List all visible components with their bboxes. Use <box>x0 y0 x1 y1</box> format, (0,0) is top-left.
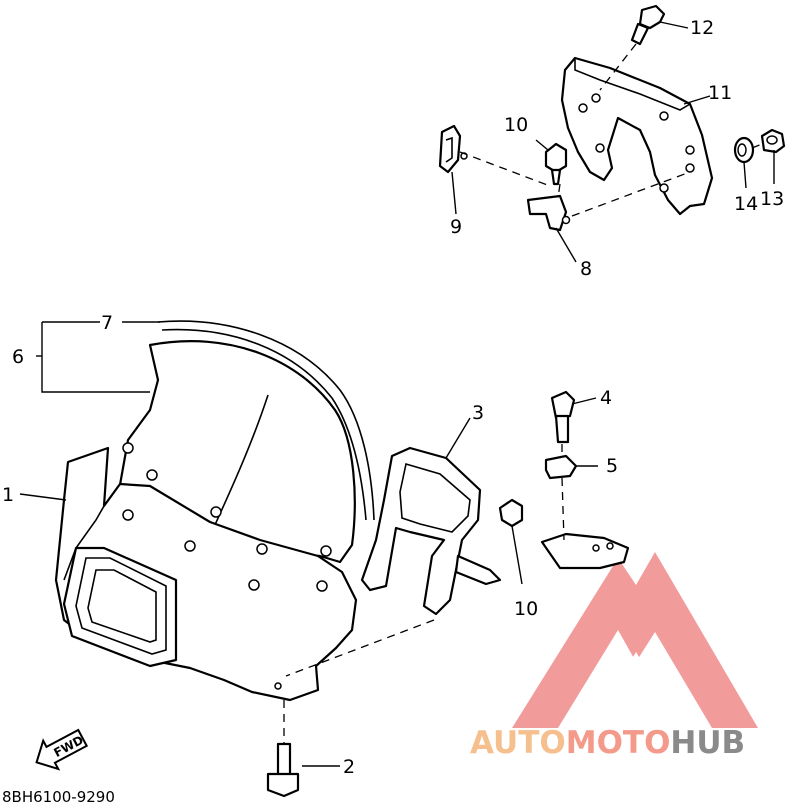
part-8-bracket <box>526 194 571 232</box>
part-5-collar <box>544 454 578 480</box>
forward-arrow-icon: FWD <box>35 728 89 771</box>
watermark-triangle-icon <box>512 552 758 728</box>
part-9-clip <box>438 124 468 174</box>
leader-lines <box>19 21 775 767</box>
callout-2: 2 <box>343 756 355 778</box>
part-1-cowling <box>54 442 358 702</box>
part-10-grommet-lower <box>498 498 524 528</box>
callout-6: 6 <box>12 346 24 368</box>
mounting-plate <box>540 532 630 570</box>
callout-labels: 1 2 3 4 5 6 7 8 9 10 10 11 12 13 14 <box>2 17 784 778</box>
part-12-bolt <box>630 4 666 46</box>
callout-14: 14 <box>734 193 758 215</box>
watermark-text: AUTOMOTOHUB <box>470 725 745 761</box>
callout-4: 4 <box>600 387 612 409</box>
callout-8: 8 <box>580 258 592 280</box>
part-10-grommet-upper <box>544 142 568 186</box>
callout-10-lower: 10 <box>514 598 538 620</box>
callout-13: 13 <box>760 188 784 210</box>
watermark-auto: AUTO <box>470 725 566 761</box>
callout-5: 5 <box>606 455 618 477</box>
assembly-lines <box>283 43 763 744</box>
callout-11: 11 <box>708 82 732 104</box>
part-2-bolt <box>266 742 300 798</box>
part-4-bolt <box>550 390 576 444</box>
watermark-inner-triangle <box>600 652 672 712</box>
callout-7: 7 <box>101 312 113 334</box>
callout-12: 12 <box>690 17 714 39</box>
part-13-nut <box>760 128 786 154</box>
part-11-bracket <box>560 56 714 216</box>
watermark-hub: HUB <box>670 725 745 761</box>
callout-1: 1 <box>2 484 14 506</box>
callout-3: 3 <box>472 402 484 424</box>
part-7-screen-trim <box>157 320 375 521</box>
callout-10-upper: 10 <box>504 114 528 136</box>
part-code: 8BH6100-9290 <box>2 788 115 806</box>
callout-9: 9 <box>450 216 462 238</box>
watermark-logo <box>512 552 758 728</box>
part-3-stay <box>360 446 502 616</box>
watermark-moto: MOTO <box>566 725 671 761</box>
part-14-washer <box>733 136 755 164</box>
